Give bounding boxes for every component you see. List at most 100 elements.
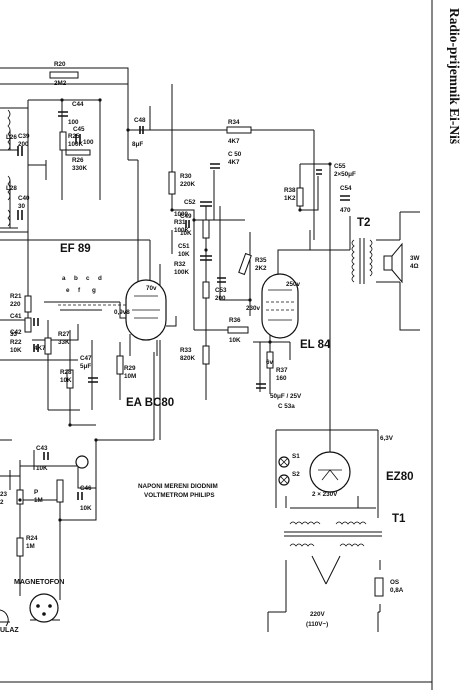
resistor-r34 — [226, 126, 252, 134]
capacitor-c55 — [316, 169, 322, 175]
label-d: d — [98, 275, 102, 282]
label-ulaz: ULAZ — [0, 627, 19, 634]
label-c44v: 100 — [68, 119, 79, 126]
resistor-r37 — [266, 351, 274, 369]
voltage-labels: 70v 0,9v8 250v 230v 6v — [114, 281, 301, 366]
resistor-r36 — [227, 326, 249, 334]
capacitor-c40 — [17, 210, 23, 220]
resistor-r30 — [168, 171, 176, 195]
label-r36: R36 — [229, 317, 241, 324]
label-c47: C47 — [80, 355, 92, 362]
label-r26v: 330K — [72, 165, 88, 172]
wiring — [0, 67, 420, 632]
resistor-r25 — [59, 131, 67, 151]
label-c33: 33 — [10, 331, 18, 338]
label-r23: 23 — [0, 491, 8, 498]
resistor-r24 — [16, 537, 24, 557]
label-b: b — [74, 275, 78, 282]
label-r31v: 100K — [174, 227, 190, 234]
label-r34: R34 — [228, 119, 240, 126]
label-r37v: 160 — [276, 375, 287, 382]
coil-l26 — [7, 109, 11, 151]
resistor-r31 — [202, 219, 210, 239]
label-r22v: 10K — [10, 347, 22, 354]
capacitor-c51 — [200, 255, 212, 261]
label-r25v: 100K — [68, 141, 84, 148]
label-c53av: 50μF / 25V — [270, 393, 302, 400]
coils — [7, 109, 11, 227]
label-c47v: 5μF — [80, 363, 91, 370]
label-p: P — [34, 489, 38, 496]
capacitor-c46 — [77, 492, 83, 500]
label-voltage_alt: (110V~) — [306, 621, 328, 628]
resistor-r35 — [238, 252, 252, 276]
capacitor-c42 — [33, 344, 39, 352]
label-r26: R26 — [72, 157, 84, 164]
resistor-r27 — [44, 337, 52, 355]
label-r31pre: 1000 — [174, 211, 189, 218]
label-r35v: 2K2 — [255, 265, 267, 272]
antenna-jack-icon — [75, 455, 89, 469]
coil-l28 — [7, 175, 11, 227]
label-c42: C42 — [10, 329, 22, 336]
label-r22: R22 — [10, 339, 22, 346]
label-r31: R31 — [174, 219, 186, 226]
label-c49: C49 — [180, 213, 192, 220]
label-v3: 250v — [286, 281, 301, 288]
tubes — [125, 273, 351, 493]
label-c48v: 8μF — [132, 141, 143, 148]
label-c39: C39 — [18, 133, 30, 140]
label-c42v: 4K7 — [34, 345, 46, 352]
label-r29v: 10M — [124, 373, 136, 380]
indicator-lamps — [278, 456, 290, 486]
label-c40: C40 — [18, 195, 30, 202]
label-pv: 1M — [34, 497, 43, 504]
resistor-r33 — [202, 345, 210, 365]
label-c44: C44 — [72, 101, 84, 108]
label-r21: R21 — [10, 293, 22, 300]
label-r36v: 10K — [229, 337, 241, 344]
label-c40v: 30 — [18, 203, 26, 210]
label-r27v: 33K — [58, 339, 70, 346]
resistors — [16, 71, 384, 597]
label-r29: R29 — [124, 365, 136, 372]
potentiometer-p — [56, 479, 64, 503]
label-voltage: 220V — [310, 611, 326, 618]
capacitor-c39 — [17, 146, 23, 156]
label-r20v: 2M2 — [54, 80, 67, 87]
resistor-r28 — [66, 369, 74, 389]
tube-labels: EF 89 EA BC80 EL 84 EZ80 T2 T1 — [60, 217, 414, 525]
capacitor-c41 — [33, 318, 39, 326]
label-r38v: 1K2 — [284, 195, 296, 202]
tube-eabc80 — [125, 279, 167, 341]
label-c52: C52 — [184, 199, 196, 206]
label-c48: C48 — [134, 117, 146, 124]
label-r30v: 220K — [180, 181, 196, 188]
label-r27: R27 — [58, 331, 70, 338]
label-c54v: 470 — [340, 207, 351, 214]
label-r32: R32 — [174, 261, 186, 268]
label-r37: R37 — [276, 367, 288, 374]
capacitor-c44 — [58, 111, 68, 117]
label-g: g — [92, 287, 96, 294]
resistor-r26 — [65, 149, 91, 156]
capacitor-c50 — [210, 163, 220, 169]
label-r28v: 10K — [60, 377, 72, 384]
label-c45v: 100 — [83, 139, 94, 146]
label-power: 3W — [410, 255, 420, 262]
label-v1: 70v — [146, 285, 157, 292]
capacitors — [17, 111, 350, 500]
label-r24v: 1M — [26, 543, 35, 550]
label-eabc80: EA BC80 — [126, 397, 174, 409]
label-v2: 0,9v8 — [114, 309, 130, 316]
label-r30: R30 — [180, 173, 192, 180]
label-rating: 0,8A — [390, 587, 404, 594]
label-impedance: 4Ω — [410, 263, 419, 270]
label-c50: C 50 — [228, 151, 242, 158]
label-c41: C41 — [10, 313, 22, 320]
label-t1: T1 — [392, 513, 406, 525]
label-r20: R20 — [54, 61, 66, 68]
label-c55: C55 — [334, 163, 346, 170]
capacitor-c54 — [340, 195, 350, 201]
label-c54: C54 — [340, 185, 352, 192]
